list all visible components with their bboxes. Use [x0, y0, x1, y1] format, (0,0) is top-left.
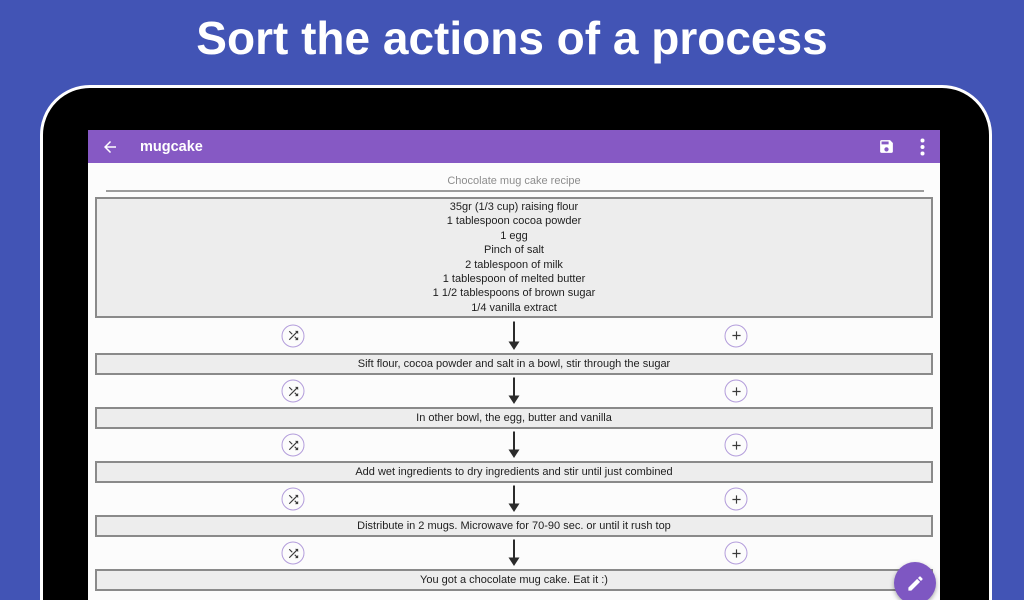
- overflow-menu-icon[interactable]: [915, 138, 929, 156]
- step-text: In other bowl, the egg, butter and vanil…: [416, 412, 612, 424]
- control-row: [88, 375, 940, 407]
- process-editor: Chocolate mug cake recipe 35gr (1/3 cup)…: [88, 163, 940, 600]
- page-title: Sort the actions of a process: [196, 11, 828, 64]
- ingredient-line: Pinch of salt: [484, 244, 544, 257]
- add-step-button[interactable]: [724, 379, 748, 403]
- ingredient-line: 1 1/2 tablespoons of brown sugar: [432, 287, 596, 300]
- back-icon[interactable]: [101, 138, 119, 156]
- page-banner: Sort the actions of a process: [0, 0, 1024, 85]
- step-box[interactable]: Add wet ingredients to dry ingredients a…: [95, 461, 933, 483]
- shuffle-button[interactable]: [281, 379, 305, 403]
- add-step-button[interactable]: [724, 433, 748, 457]
- ingredient-line: 35gr (1/3 cup) raising flour: [449, 201, 579, 213]
- ingredient-line: 2 tablespoon of milk: [465, 258, 563, 271]
- toolbar-title: mugcake: [140, 138, 203, 155]
- pencil-icon: [907, 575, 923, 591]
- app-screen: mugcake Chocolate mug cake recipe 35gr (…: [88, 130, 940, 600]
- down-arrow-icon: [508, 539, 520, 567]
- step-text: Distribute in 2 mugs. Microwave for 70-9…: [357, 520, 671, 532]
- down-arrow-icon: [508, 485, 520, 513]
- ingredient-line: 1 tablespoon of melted butter: [442, 273, 586, 286]
- step-text: You got a chocolate mug cake. Eat it :): [420, 574, 608, 586]
- shuffle-button[interactable]: [281, 433, 305, 457]
- process-title: Chocolate mug cake recipe: [447, 175, 581, 187]
- tablet-frame: mugcake Chocolate mug cake recipe 35gr (…: [40, 85, 992, 600]
- app-toolbar: mugcake: [88, 130, 940, 163]
- control-row: [88, 318, 940, 353]
- ingredients-box[interactable]: 35gr (1/3 cup) raising flour 1 tablespoo…: [95, 197, 933, 318]
- save-icon[interactable]: [878, 138, 895, 155]
- down-arrow-icon: [508, 321, 520, 350]
- down-arrow-icon: [508, 431, 520, 459]
- add-step-button[interactable]: [724, 541, 748, 565]
- add-step-button[interactable]: [724, 324, 748, 347]
- ingredient-line: 1/4 vanilla extract: [471, 301, 557, 314]
- ingredient-line: 1 egg: [500, 229, 528, 242]
- control-row: [88, 483, 940, 515]
- step-box[interactable]: In other bowl, the egg, butter and vanil…: [95, 407, 933, 429]
- ingredient-line: 1 tablespoon cocoa powder: [446, 215, 582, 228]
- shuffle-button[interactable]: [281, 324, 305, 347]
- add-step-button[interactable]: [724, 487, 748, 511]
- step-box[interactable]: Sift flour, cocoa powder and salt in a b…: [95, 353, 933, 375]
- step-text: Sift flour, cocoa powder and salt in a b…: [357, 358, 671, 370]
- down-arrow-icon: [508, 377, 520, 405]
- shuffle-button[interactable]: [281, 487, 305, 511]
- step-box[interactable]: You got a chocolate mug cake. Eat it :): [95, 569, 933, 591]
- step-text: Add wet ingredients to dry ingredients a…: [355, 466, 673, 478]
- shuffle-button[interactable]: [281, 541, 305, 565]
- control-row: [88, 537, 940, 569]
- step-box[interactable]: Distribute in 2 mugs. Microwave for 70-9…: [95, 515, 933, 537]
- header-divider: [106, 190, 924, 192]
- edit-fab[interactable]: [894, 562, 936, 600]
- control-row: [88, 429, 940, 461]
